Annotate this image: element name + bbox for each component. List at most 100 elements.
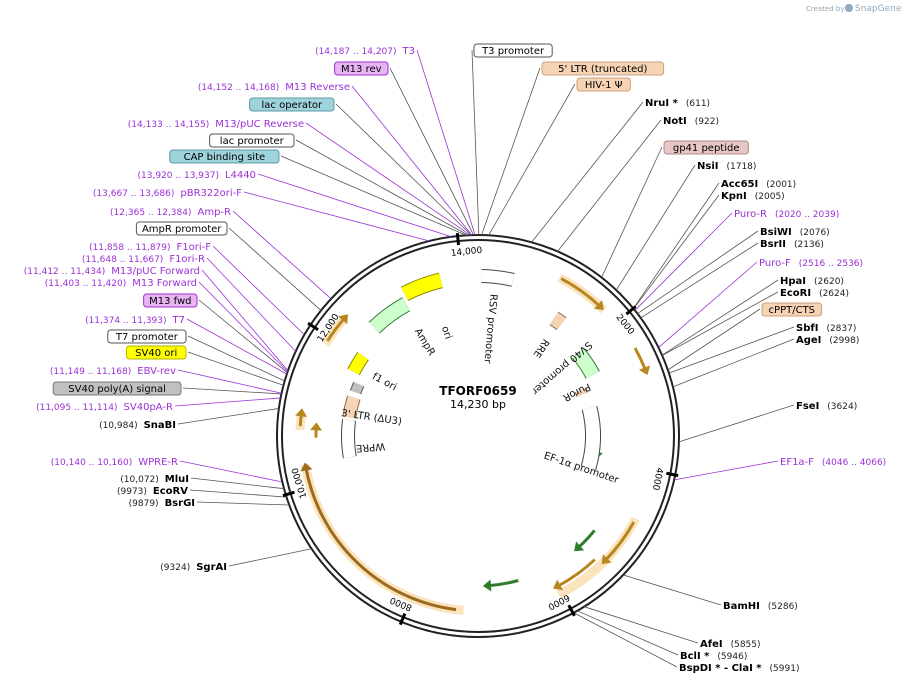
enzyme-name: BclI * bbox=[680, 651, 710, 662]
enzyme-name: EcoRV bbox=[153, 486, 188, 497]
enzyme-label-group: (9973) EcoRV bbox=[117, 486, 188, 497]
enzyme-position: (5991) bbox=[770, 664, 800, 674]
sv40-polya-block bbox=[350, 382, 364, 394]
feature-label-box bbox=[663, 140, 749, 155]
enzyme-label-group: (9879)BsrGI bbox=[129, 498, 195, 509]
connector-line bbox=[206, 257, 296, 352]
enzyme-position: (3624) bbox=[827, 402, 857, 412]
orf-arrow-head bbox=[310, 422, 323, 431]
connector-line bbox=[198, 281, 288, 372]
feature-label-box bbox=[169, 149, 280, 164]
tick-mark bbox=[282, 490, 295, 498]
enzyme-label-group: (10,984)SnaBI bbox=[99, 420, 176, 431]
enzyme-position: (9879) bbox=[129, 499, 159, 509]
inner-feature-label: RRE bbox=[530, 337, 550, 360]
connector-line bbox=[667, 308, 761, 371]
primer-position: (12,365 .. 12,384) bbox=[110, 208, 191, 218]
connector-line bbox=[189, 489, 287, 498]
primer-name: M13/pUC Reverse bbox=[215, 119, 304, 130]
enzyme-label-group: FseI(3624) bbox=[796, 401, 857, 412]
enzyme-label-group: (9324)SgrAI bbox=[160, 562, 227, 573]
enzyme-name: AfeI bbox=[700, 639, 723, 650]
primer-name: pBR322ori-F bbox=[180, 188, 242, 199]
connector-line bbox=[280, 155, 467, 236]
connector-line bbox=[577, 610, 679, 656]
connector-line bbox=[531, 101, 644, 243]
connector-line bbox=[674, 460, 779, 481]
connector-line bbox=[228, 548, 312, 567]
enzyme-position: (922) bbox=[695, 117, 719, 127]
enzyme-name: KpnI bbox=[721, 191, 747, 202]
primer-label-group: (11,858 .. 11,879)F1ori-F bbox=[89, 242, 211, 253]
enzyme-position: (5286) bbox=[768, 602, 798, 612]
enzyme-name: SgrAI bbox=[196, 562, 227, 573]
primer-name: T7 bbox=[172, 315, 185, 326]
connector-line bbox=[678, 404, 795, 443]
orf-arrow-green-head bbox=[574, 541, 585, 552]
connector-line bbox=[601, 146, 663, 278]
enzyme-position: (2837) bbox=[826, 324, 856, 334]
connector-line bbox=[243, 191, 430, 242]
primer-position: (13,667 .. 13,686) bbox=[93, 189, 174, 199]
inner-feature-label: f1 ori bbox=[370, 371, 398, 393]
plasmid-name: TFORF0659 bbox=[439, 384, 516, 398]
misc-block bbox=[575, 387, 587, 397]
primer-label-group: (11,412 .. 11,434)M13/pUC Forward bbox=[24, 266, 200, 277]
connector-line bbox=[305, 122, 471, 236]
orf-arrow-head bbox=[601, 554, 612, 565]
feature-label-box bbox=[125, 345, 187, 360]
connector-line bbox=[557, 119, 662, 252]
enzyme-label-group: BclI *(5946) bbox=[680, 651, 747, 662]
primer-label-group: Puro-F(2516 .. 2536) bbox=[759, 258, 863, 269]
enzyme-label-group: BsrII(2136) bbox=[760, 239, 824, 250]
feature-label-box bbox=[107, 329, 187, 344]
connector-line bbox=[633, 194, 720, 309]
connector-line bbox=[471, 49, 480, 236]
primer-name: Puro-F bbox=[759, 258, 791, 269]
primer-label-group: (14,133 .. 14,155) M13/pUC Reverse bbox=[128, 119, 304, 130]
connector-line bbox=[335, 103, 472, 236]
connector-line bbox=[174, 397, 281, 407]
orf-arrow-head bbox=[338, 314, 348, 325]
connector-line bbox=[232, 210, 332, 300]
plasmid-size: 14,230 bp bbox=[450, 398, 506, 411]
orf-arrow-green bbox=[488, 579, 519, 588]
enzyme-name: SnaBI bbox=[144, 420, 176, 431]
region-highlight bbox=[556, 516, 640, 599]
feature-label: 5' LTR (truncated) bbox=[558, 64, 647, 75]
inner-feature-label: RSV promoter bbox=[481, 293, 498, 364]
connector-line bbox=[198, 299, 288, 373]
connector-line bbox=[389, 67, 474, 236]
feature-label: SV40 ori bbox=[135, 348, 177, 359]
feature-label: cPPT/CTS bbox=[769, 305, 815, 316]
enzyme-label-group: KpnI(2005) bbox=[721, 191, 785, 202]
primer-position: (13,920 .. 13,937) bbox=[138, 171, 219, 181]
inner-feature-label: PuroR bbox=[561, 381, 592, 403]
feature-label: lac operator bbox=[262, 100, 323, 111]
primer-position: (11,374 .. 11,393) bbox=[85, 316, 166, 326]
enzyme-name: HpaI bbox=[780, 276, 806, 287]
tick-mark bbox=[307, 321, 319, 332]
feature-label: T7 promoter bbox=[115, 332, 179, 343]
primer-position: (14,152 .. 14,168) bbox=[198, 83, 279, 93]
connector-line bbox=[212, 245, 305, 336]
primer-name: Amp-R bbox=[198, 207, 232, 218]
connector-line bbox=[623, 574, 722, 606]
feature-label: M13 rev bbox=[341, 64, 382, 75]
primer-name: SV40pA-R bbox=[124, 402, 173, 413]
primer-position: (14,133 .. 14,155) bbox=[128, 120, 209, 130]
connector-line bbox=[186, 318, 288, 375]
primer-label-group: (14,187 .. 14,207)T3 bbox=[315, 46, 415, 57]
rsv-promoter-block bbox=[481, 270, 515, 286]
enzyme-label-group: EcoRI(2624) bbox=[780, 288, 849, 299]
feature-label-box bbox=[143, 293, 198, 308]
enzyme-label-group: Acc65I(2001) bbox=[721, 179, 796, 190]
feature-label: gp41 peptide bbox=[673, 143, 740, 154]
ampr-block bbox=[369, 298, 410, 333]
feature-label: CAP binding site bbox=[184, 152, 266, 163]
feature-label-box bbox=[249, 97, 335, 112]
inner-feature-label: WPRE bbox=[356, 440, 386, 453]
enzyme-position: (9973) bbox=[117, 487, 147, 497]
primer-position: (11,403 .. 11,420) bbox=[45, 279, 126, 289]
enzyme-name: NruI * bbox=[645, 98, 679, 109]
